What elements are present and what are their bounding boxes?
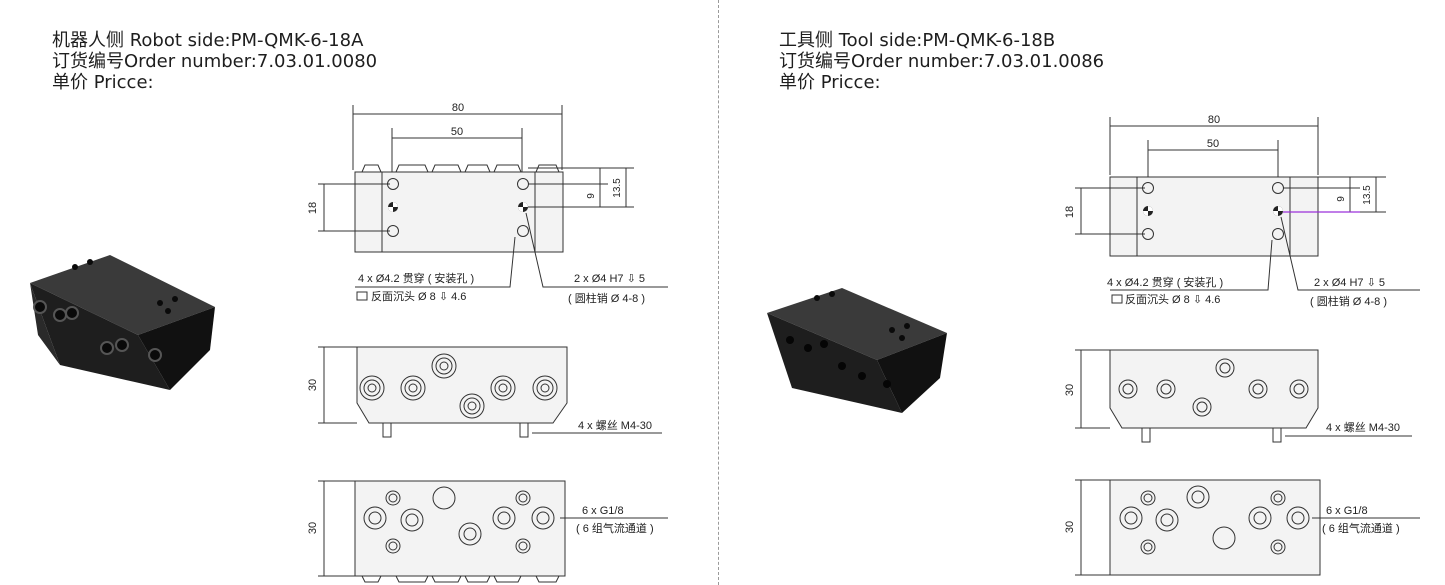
note-pins-sub: ( 圆柱销 Ø 4-8 ) <box>568 291 645 305</box>
panel-divider <box>718 0 719 585</box>
dim-hole-spacing: 50 <box>451 126 463 138</box>
tool-side-order-number: 订货编号Order number:7.03.01.0086 <box>779 51 1105 72</box>
robot-side-order-number: 订货编号Order number:7.03.01.0080 <box>52 51 378 72</box>
dim-13-5: 13.5 <box>1362 185 1373 205</box>
robot-side-header: 机器人侧 Robot side:PM-QMK-6-18A 订货编号Order n… <box>52 30 377 93</box>
dim-9: 9 <box>1336 196 1347 202</box>
dim-13-5: 13.5 <box>612 178 623 198</box>
note-screws: 4 x 螺丝 M4-30 <box>1326 421 1400 434</box>
dim-side-height: 30 <box>307 379 319 391</box>
note-counterbore: 反面沉头 Ø 8 ⇩ 4.6 <box>371 290 466 303</box>
dim-width: 80 <box>1208 114 1220 126</box>
tool-side-price: 单价 Pricce: <box>779 72 881 93</box>
tool-side-product-photo <box>767 288 947 413</box>
note-ports-sub: ( 6 组气流通道 ) <box>576 521 654 535</box>
note-mounting-holes: 4 x Ø4.2 贯穿 ( 安装孔 ) <box>358 271 474 285</box>
dim-bottom-height: 30 <box>1064 521 1076 533</box>
note-pins-sub: ( 圆柱销 Ø 4-8 ) <box>1310 294 1387 308</box>
note-ports-sub: ( 6 组气流通道 ) <box>1322 521 1400 535</box>
dim-bottom-height: 30 <box>307 522 319 534</box>
dim-9: 9 <box>586 193 597 199</box>
note-pins: 2 x Ø4 H7 ⇩ 5 <box>1314 277 1385 289</box>
robot-side-price: 单价 Pricce: <box>52 72 154 93</box>
tool-side-title: 工具侧 Tool side:PM-QMK-6-18B <box>779 30 1056 51</box>
dim-side-height: 30 <box>1064 384 1076 396</box>
note-ports: 6 x G1/8 <box>582 505 624 517</box>
tool-side-panel: 工具侧 Tool side:PM-QMK-6-18B 订货编号Order num… <box>720 0 1445 585</box>
robot-side-panel: 机器人侧 Robot side:PM-QMK-6-18A 订货编号Order n… <box>0 0 718 585</box>
robot-side-title: 机器人侧 Robot side:PM-QMK-6-18A <box>52 30 364 51</box>
robot-side-product-photo <box>30 255 215 390</box>
note-counterbore: 反面沉头 Ø 8 ⇩ 4.6 <box>1125 293 1220 306</box>
tool-side-header: 工具侧 Tool side:PM-QMK-6-18B 订货编号Order num… <box>779 30 1104 93</box>
dim-hole-spacing: 50 <box>1207 138 1219 150</box>
dim-18: 18 <box>1064 206 1076 218</box>
tool-side-technical-drawing: 80 50 18 9 13.5 30 30 4 x Ø4.2 贯穿 ( 安装孔 … <box>1064 114 1420 576</box>
note-mounting-holes: 4 x Ø4.2 贯穿 ( 安装孔 ) <box>1107 275 1223 289</box>
note-pins: 2 x Ø4 H7 ⇩ 5 <box>574 273 645 285</box>
note-screws: 4 x 螺丝 M4-30 <box>578 419 652 432</box>
robot-side-technical-drawing: 80 50 18 9 13.5 30 30 4 x Ø4.2 贯穿 ( 安装孔 … <box>307 102 668 583</box>
dim-18: 18 <box>307 202 319 214</box>
note-ports: 6 x G1/8 <box>1326 505 1368 517</box>
dim-width: 80 <box>452 102 464 114</box>
